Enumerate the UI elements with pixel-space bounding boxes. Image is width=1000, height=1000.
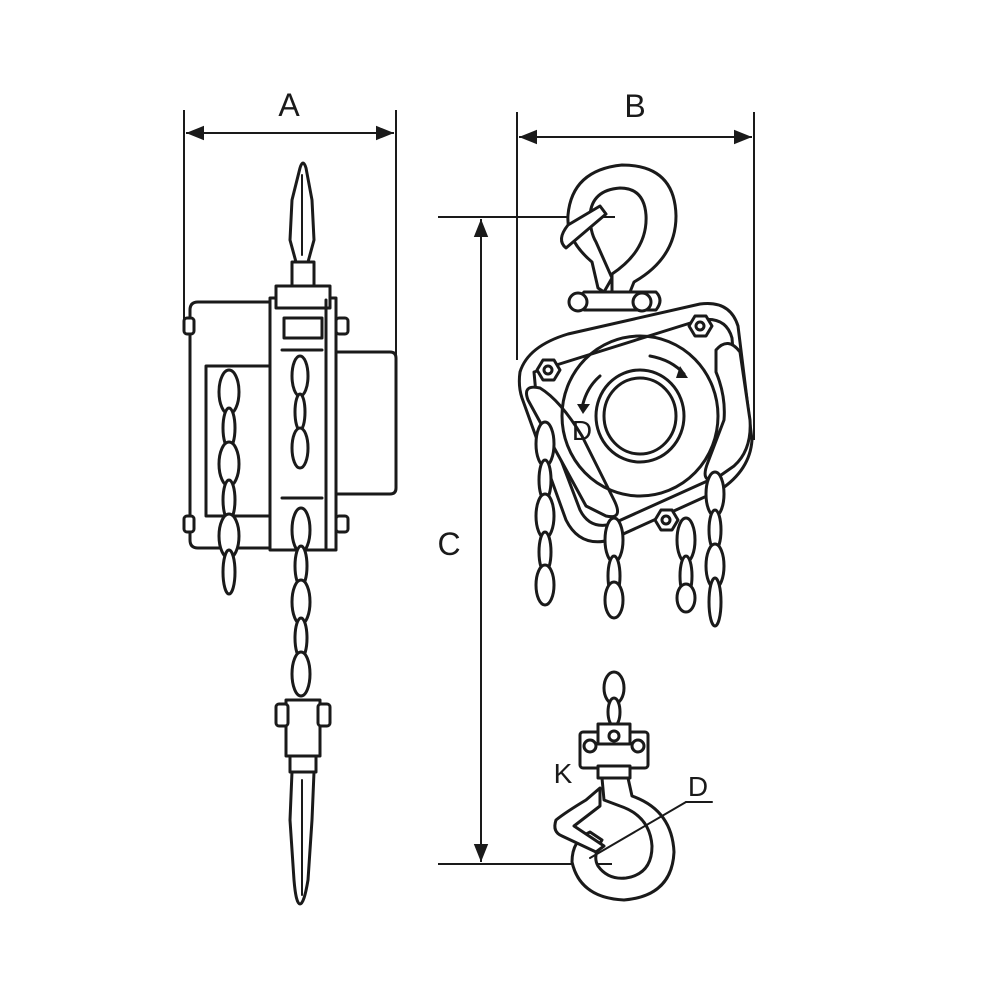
- front-bolt-left-center: [542, 364, 554, 376]
- front-top-hook-latch: [560, 204, 608, 250]
- side-frame-top-bracket: [274, 284, 332, 310]
- side-hand-chain: [217, 368, 241, 596]
- front-rotation-arrowhead-right: [676, 366, 688, 378]
- detail-hook-swivel: [596, 764, 632, 780]
- front-wheel-hub: [602, 376, 678, 456]
- detail-hook-latch: [553, 786, 606, 854]
- side-inner-chain: [290, 354, 310, 470]
- front-top-swivel-pin-left: [567, 291, 589, 313]
- front-chain-far-link-4: [707, 576, 723, 628]
- label-d-top: D: [572, 415, 592, 446]
- front-chain-left-link-5: [534, 563, 556, 607]
- front-bolt-bottom: [653, 508, 680, 532]
- side-view-hoist: [182, 161, 398, 906]
- side-frame-shaft-block: [282, 316, 324, 340]
- front-bolt-top-right-center: [694, 320, 706, 332]
- detail-d-leader-line: [589, 801, 687, 859]
- front-bolt-bottom-center: [660, 514, 672, 526]
- dimension-b: B: [516, 88, 755, 440]
- detail-block-nut: [607, 729, 621, 743]
- front-wheel-outer: [560, 334, 720, 498]
- label-c: C: [437, 526, 460, 562]
- front-bolts: [535, 314, 714, 532]
- side-bottom-block-nut-left: [274, 702, 290, 728]
- front-chain-right-link-3: [675, 582, 697, 614]
- detail-hook: [570, 776, 676, 902]
- side-top-hook-neck: [290, 260, 316, 290]
- front-hand-chain-left: [534, 420, 556, 607]
- label-d-bottom: D: [688, 771, 708, 802]
- front-load-chain-middle: [603, 516, 625, 620]
- side-gearbox-cover: [332, 350, 398, 496]
- side-inner-chain-link-2: [293, 392, 307, 432]
- side-bottom-hook-neck: [288, 754, 318, 774]
- label-a: A: [278, 87, 300, 123]
- side-load-chain-link-5: [290, 650, 312, 698]
- side-inner-chain-link-3: [290, 426, 310, 470]
- front-bolt-top-right: [687, 314, 714, 338]
- side-inner-chain-link-1: [290, 354, 310, 398]
- side-bolt-left-top: [182, 316, 196, 336]
- side-bolt-right-bottom: [334, 514, 350, 534]
- front-top-hook: [566, 163, 678, 294]
- side-bolt-right-top: [334, 316, 350, 336]
- detail-chain-link-2: [606, 696, 622, 728]
- side-hand-chain-link-6: [221, 548, 237, 596]
- side-bottom-block: [284, 698, 322, 758]
- label-k: K: [554, 758, 573, 789]
- front-bolt-left: [535, 358, 562, 382]
- front-hand-chain-right: [704, 470, 726, 628]
- label-b: B: [624, 88, 645, 124]
- detail-block-pin-right: [630, 738, 646, 754]
- side-bolt-left-bottom: [182, 514, 196, 534]
- bottom-hook-detail: K D: [553, 670, 713, 902]
- side-bottom-block-nut-right: [316, 702, 332, 728]
- side-load-chain: [290, 506, 312, 698]
- front-chain-mid-link-3: [603, 580, 625, 620]
- detail-block-pin-left: [582, 738, 598, 754]
- detail-block-center: [596, 722, 632, 746]
- front-load-chain-right: [675, 516, 697, 614]
- front-guard-left: [525, 385, 620, 519]
- front-view-hoist: D: [517, 163, 754, 628]
- front-top-swivel-pin-right: [631, 291, 653, 313]
- front-rotation-arrowhead-left: [577, 404, 590, 414]
